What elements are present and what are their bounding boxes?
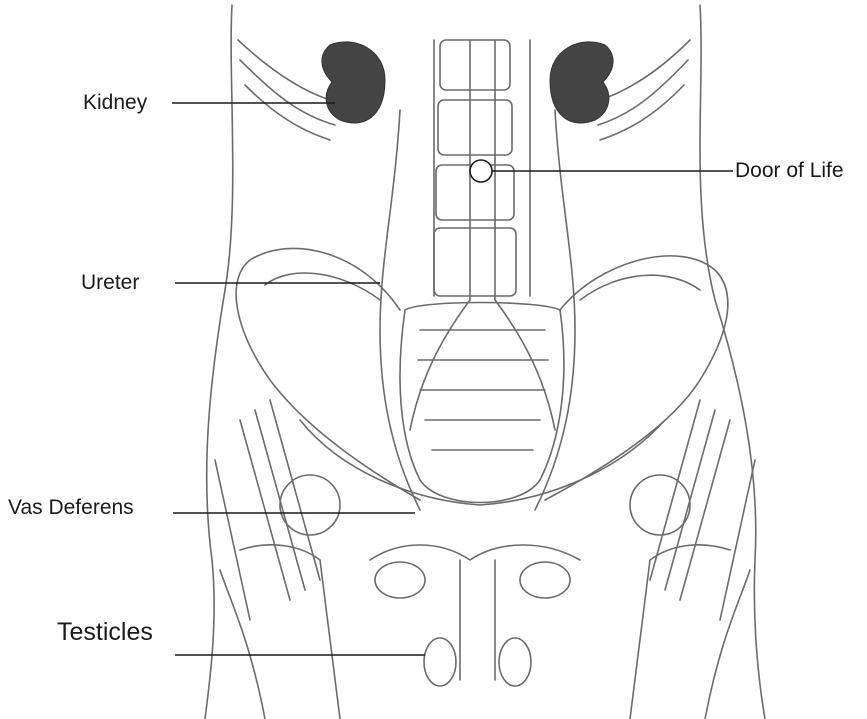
testicles-label: Testicles	[57, 620, 153, 645]
testicle-left	[424, 638, 456, 686]
vas-deferens-label: Vas Deferens	[8, 497, 134, 518]
door-of-life-point	[470, 160, 492, 182]
ureter-right	[535, 110, 575, 510]
kidney-label: Kidney	[83, 92, 147, 113]
torso-outline-left	[205, 5, 233, 719]
kidney-right	[550, 42, 613, 123]
door-of-life-label: Door of Life	[735, 160, 844, 181]
testicle-right	[499, 638, 531, 686]
iliac-wing-left	[236, 248, 420, 500]
vertebra-2	[438, 100, 512, 155]
vertebra-1	[440, 40, 510, 90]
sacrum	[400, 303, 564, 503]
vertebra-4	[434, 228, 516, 296]
kidney-left	[322, 42, 385, 123]
ureter-label: Ureter	[81, 272, 139, 293]
